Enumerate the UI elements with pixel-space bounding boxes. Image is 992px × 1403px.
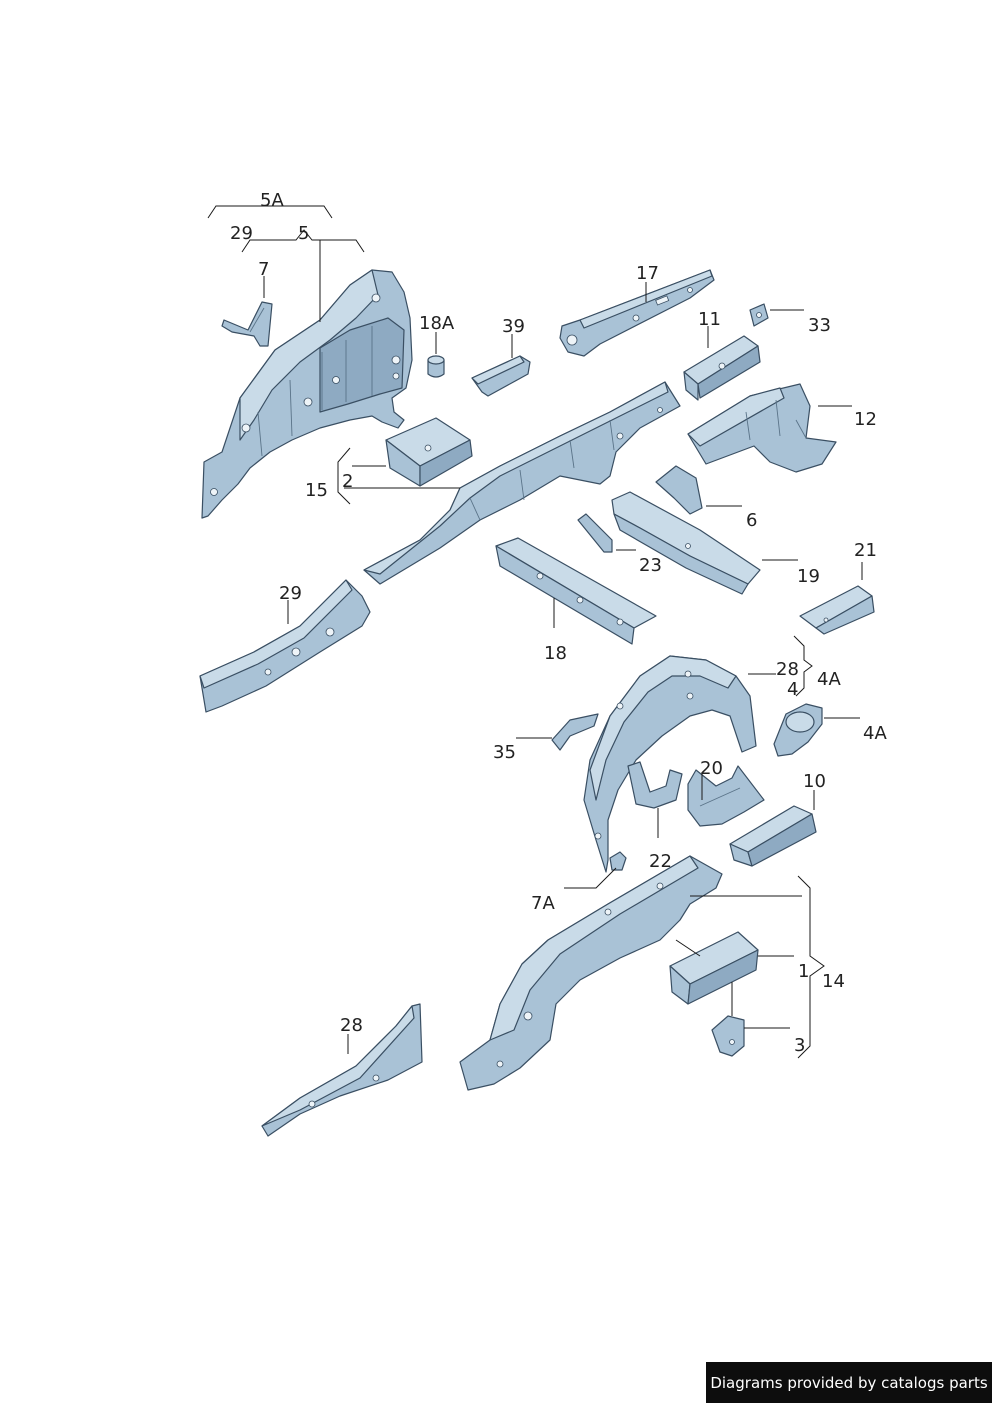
label-39: 39 [502,316,525,337]
part-6-bracket [655,465,703,515]
part-7-bracket [221,301,273,347]
part-11-plate [683,335,761,401]
label-7A: 7A [531,893,555,914]
label-28-top: 28 [776,659,799,680]
label-6: 6 [746,510,757,531]
label-28-bottom: 28 [340,1015,363,1036]
label-4: 4 [787,679,798,700]
part-labels: 5A 29 5 7 18A 39 17 11 33 12 2 15 6 23 1… [230,190,887,1056]
part-10-bracket [729,805,817,867]
label-21: 21 [854,540,877,561]
label-20: 20 [700,758,723,779]
label-5A: 5A [260,190,284,211]
part-19-crossmember [611,491,761,595]
label-35: 35 [493,742,516,763]
part-22-bracket [627,761,683,809]
label-3: 3 [794,1035,805,1056]
part-29-member [199,579,371,713]
part-28-wheelarch [583,655,757,873]
part-39-bracket [471,355,531,397]
label-29-bottom: 29 [279,583,302,604]
leader-lines [207,205,863,1059]
part-5-inner-panel [201,269,413,519]
label-2: 2 [342,471,353,492]
part-14-rail [459,855,723,1091]
label-17: 17 [636,263,659,284]
part-12-member [687,383,837,473]
part-3-bracket [711,1015,745,1057]
part-18A-cap [427,355,445,378]
label-1: 1 [798,961,809,982]
label-12: 12 [854,409,877,430]
label-4A: 4A [863,723,887,744]
part-2-box [385,417,473,487]
label-11: 11 [698,309,721,330]
label-33: 33 [808,315,831,336]
part-1-box [669,931,759,1005]
label-19: 19 [797,566,820,587]
label-22: 22 [649,851,672,872]
label-18: 18 [544,643,567,664]
credit-text: Diagrams provided by catalogs parts [710,1373,988,1392]
label-10: 10 [803,771,826,792]
label-18A: 18A [419,313,455,334]
label-7: 7 [258,259,269,280]
label-29-top: 29 [230,223,253,244]
part-21-bracket [799,585,875,635]
label-14: 14 [822,971,845,992]
part-20-bracket [687,765,765,827]
part-7A-clip [609,851,627,871]
part-4A-cup [773,703,823,757]
part-23-strip [577,513,613,553]
label-15: 15 [305,480,328,501]
part-28-rear-sill [261,1003,423,1137]
part-18-floor-member [495,537,657,645]
label-23: 23 [639,555,662,576]
part-33-clip [749,303,769,327]
label-5: 5 [298,223,309,244]
part-35-bracket [551,713,599,751]
label-4A-group: 4A [817,669,841,690]
catalog-credit-banner: Diagrams provided by catalogs parts [706,1362,992,1403]
